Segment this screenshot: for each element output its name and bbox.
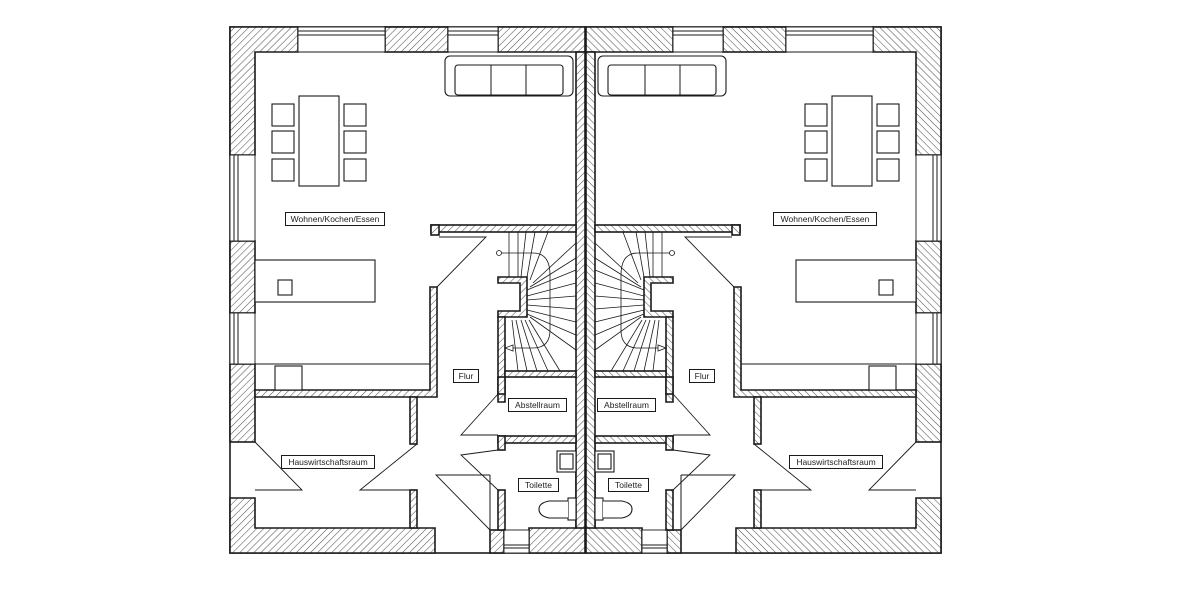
unit-left xyxy=(229,26,586,554)
unit-right xyxy=(585,26,942,554)
